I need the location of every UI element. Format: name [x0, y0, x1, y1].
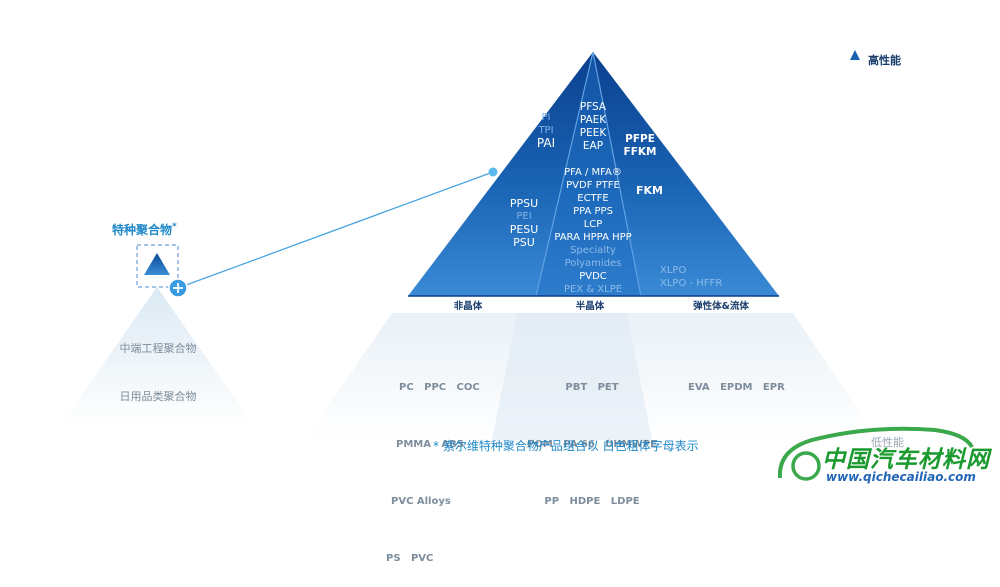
label-pei: PEI — [516, 211, 532, 222]
mini-pyramid-icon — [144, 253, 170, 275]
base-band-center — [492, 313, 652, 440]
connector-line — [177, 171, 494, 289]
small-pyramid — [60, 287, 254, 426]
bottom-right-group: EVA EPDM EPR — [688, 340, 785, 416]
label-fkm: FKM — [636, 184, 663, 197]
label-tpi: TPI — [538, 125, 554, 136]
center-mid-group: PFA / MFA® PVDF PTFE ECTFE PPA PPS LCP P… — [541, 166, 645, 296]
label-pp-hdpe-ldpe: PP HDPE LDPE — [544, 496, 640, 507]
category-amorphous: 非晶体 — [453, 301, 483, 312]
label-ectfe: ECTFE — [577, 193, 609, 204]
watermark-url: www.qichecailiao.com — [826, 470, 976, 484]
label-lcp: LCP — [583, 219, 603, 230]
label-pc-ppc-coc: PC PPC COC — [399, 382, 480, 393]
watermark-cn: 中国汽车材料网 — [822, 447, 990, 473]
label-polyamides: Polyamides — [564, 258, 622, 269]
label-pom-pa66-uhmwpe: POM PA 66 UHMWPE — [527, 439, 657, 450]
label-pfa-mfa: PFA / MFA® — [564, 167, 622, 178]
footnote: * 索尔维特种聚合物产品组合以 白色粗体字母表示 — [433, 439, 699, 453]
top-pyramid-center-panel — [536, 52, 641, 296]
top-pyramid — [408, 52, 779, 296]
label-xlpo: XLPO — [660, 265, 687, 276]
bottom-left-group: PC PPC COC PMMA ABS PVC Alloys PS PVC — [378, 340, 488, 587]
label-ppsu: PPSU — [509, 197, 539, 210]
label-pesu: PESU — [509, 223, 539, 236]
label-specialty: Specialty — [570, 245, 616, 256]
category-semi-crystalline: 半晶体 — [575, 301, 605, 312]
label-pvdf-ptfe: PVDF PTFE — [566, 180, 620, 191]
right-bottom-group: XLPO XLPO - HFFR — [660, 264, 722, 290]
connector-dot — [488, 167, 498, 177]
pyramid-diagram — [60, 50, 974, 481]
right-top-group: PFPE FFKM — [620, 133, 660, 159]
mid-engineering-label: 中端工程聚合物 — [119, 342, 197, 355]
high-performance-label: 高性能 — [868, 54, 901, 67]
label-pfpe: PFPE — [625, 133, 655, 145]
label-pbt-pet: PBT PET — [565, 382, 619, 393]
left-top-group: PI TPI PAI — [526, 111, 566, 150]
label-ffkm: FFKM — [623, 146, 657, 158]
divider-left — [535, 51, 594, 297]
divider-right — [592, 51, 642, 297]
zoom-plus-icon[interactable] — [168, 278, 188, 298]
center-top-group: PFSA PAEK PEEK EAP — [563, 101, 623, 153]
label-pi: PI — [541, 112, 551, 123]
label-pex-xlpe: PEX & XLPE — [563, 284, 623, 295]
watermark-logo-icon — [777, 426, 974, 481]
label-ppa-pps: PPA PPS — [573, 206, 613, 217]
label-xlpo-hffr: XLPO - HFFR — [660, 278, 723, 289]
specialty-polymers-title: 特种聚合物* — [112, 221, 177, 238]
commodity-label: 日用品类聚合物 — [119, 390, 197, 403]
bottom-center-group: PBT PET POM PA 66 UHMWPE PP HDPE LDPE — [522, 340, 662, 530]
label-pfsa: PFSA — [579, 101, 607, 113]
label-peek: PEEK — [579, 127, 607, 139]
low-performance-label: 低性能 — [871, 436, 904, 449]
label-para-hppa-hpp: PARA HPPA HPP — [554, 232, 632, 243]
arrow-up-icon — [850, 50, 860, 60]
label-pvdc: PVDC — [579, 271, 607, 282]
category-elastomer: 弹性体&流体 — [693, 301, 749, 312]
specialty-title-text: 特种聚合物 — [112, 223, 173, 237]
label-pvc-alloys: PVC Alloys — [391, 496, 451, 507]
label-psu: PSU — [513, 236, 535, 249]
label-pmma-abs: PMMA ABS — [396, 439, 464, 450]
label-eva-epdm-epr: EVA EPDM EPR — [688, 382, 785, 393]
label-ps-pvc: PS PVC — [386, 553, 434, 564]
left-mid-group: PPSU PEI PESU PSU — [499, 197, 549, 249]
specialty-title-mark: * — [172, 222, 177, 232]
label-paek: PAEK — [579, 114, 607, 126]
label-eap: EAP — [582, 140, 604, 152]
label-pai: PAI — [536, 136, 556, 150]
